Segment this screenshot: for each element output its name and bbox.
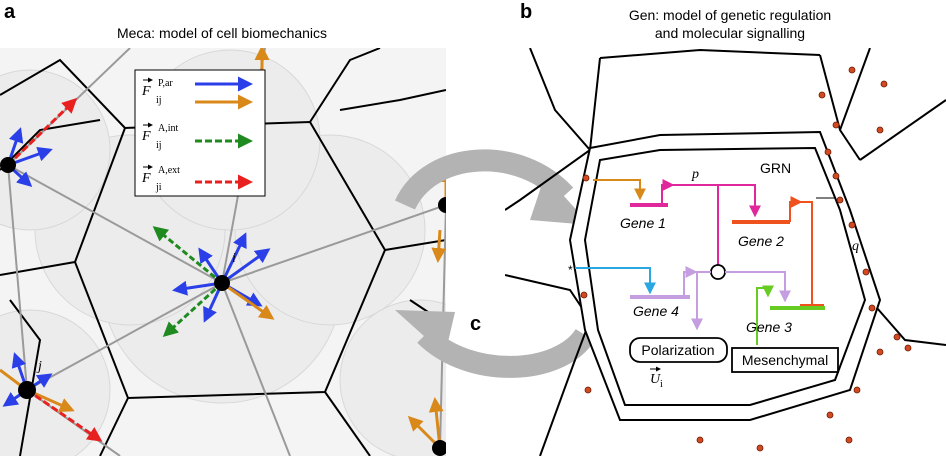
q-label: q: [852, 239, 859, 254]
legend-2-sub: ij: [156, 140, 162, 151]
panel-b-title-line2: and molecular signalling: [655, 25, 805, 41]
gene2-label: Gene 2: [738, 233, 784, 249]
gene1-label: Gene 1: [620, 215, 666, 231]
legend-1-sup: P,ar: [158, 78, 173, 89]
node-j-label: j: [36, 359, 42, 374]
u-vector-sub: i: [660, 379, 663, 390]
svg-text:*: *: [568, 263, 573, 277]
node-top-left: [0, 157, 16, 173]
legend-3-sup: A,ext: [158, 165, 180, 176]
panel-b-title-line1: Gen: model of genetic regulation: [629, 7, 831, 23]
legend-2-base: F: [141, 129, 151, 144]
mesenchymal-box: [731, 347, 839, 373]
legend-1-sub: ij: [156, 95, 162, 106]
mesenchymal-label: Mesenchymal: [742, 352, 828, 368]
coupling-arrows: c: [394, 149, 595, 378]
gene3-label: Gene 3: [746, 319, 792, 335]
grn-label: GRN: [760, 160, 791, 176]
legend-3-sub: ji: [155, 182, 162, 193]
grn-junction: [710, 264, 726, 280]
legend-2-sup: A,int: [158, 123, 179, 134]
panel-c-letter: c: [470, 313, 481, 335]
polarization-label: Polarization: [641, 342, 714, 358]
legend-1-base: F: [141, 84, 151, 99]
legend-3-base: F: [141, 171, 151, 186]
u-vector-base: U: [650, 372, 661, 387]
svg-text:F: F: [141, 84, 151, 99]
force-legend: F ij P,ar F ij A,int F ji A,ext: [134, 69, 266, 197]
gen-cell-tissue: GRN p q Gene 1 Gene 2 * Gene 4 G: [505, 48, 946, 456]
panel-a-letter: a: [4, 1, 16, 23]
signal-molecules: [580, 66, 912, 452]
p-label: p: [691, 167, 699, 182]
panel-b-letter: b: [520, 1, 532, 23]
gene4-label: Gene 4: [633, 303, 679, 319]
node-i: [214, 275, 230, 291]
panel-a-title: Meca: model of cell biomechanics: [117, 25, 327, 41]
node-j: [18, 381, 36, 399]
node-i-label: i: [232, 251, 236, 266]
polarization-box: [629, 337, 728, 363]
